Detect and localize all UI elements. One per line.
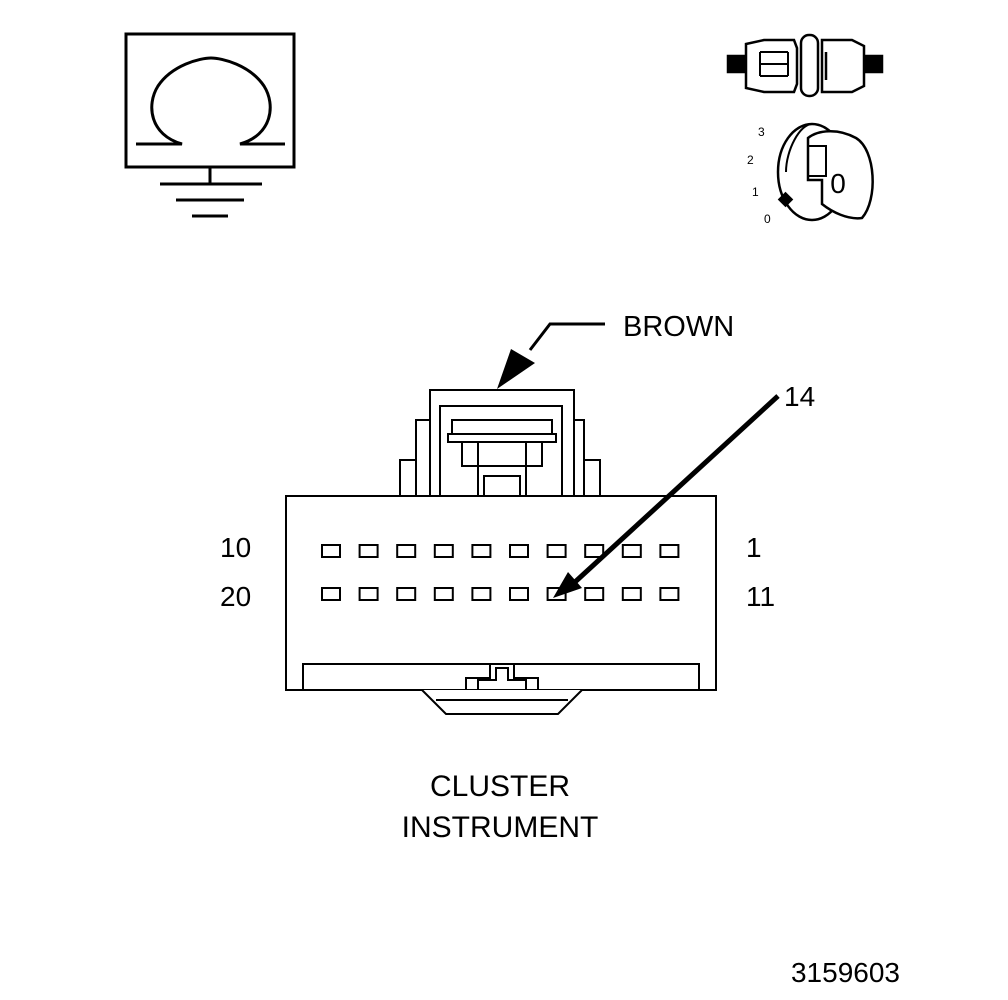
row-top-right-label: 1: [746, 532, 762, 563]
row-bottom-right-label: 11: [746, 581, 775, 612]
ignition-position-1: 1: [752, 185, 759, 199]
connector-body: [285, 495, 717, 715]
pin-cavity-19: [358, 587, 379, 601]
pin-cavity-4: [546, 544, 567, 558]
pin-cavity-1: [659, 544, 680, 558]
brown-callout: BROWN: [497, 311, 734, 389]
ignition-position-2: 2: [747, 153, 754, 167]
component-name-line2: INSTRUMENT: [402, 811, 599, 844]
pin-cavity-17: [433, 587, 454, 601]
pin-cavity-18: [396, 587, 417, 601]
figure-number: 3159603: [791, 957, 900, 988]
pin-cavity-11: [659, 587, 680, 601]
ignition-key-position-label: 0: [830, 168, 846, 199]
pin-cavity-5: [509, 544, 529, 558]
ignition-key-icon: 3 2 1 0 0: [747, 122, 874, 226]
pin-cavity-10: [321, 544, 341, 558]
pin-cavity-6: [471, 544, 492, 558]
connector-color-label: BROWN: [623, 311, 734, 343]
pin-cavity-20: [321, 587, 341, 601]
pin-cavity-8: [396, 544, 417, 558]
pin-cavity-3: [584, 544, 605, 558]
component-name-line1: CLUSTER: [430, 770, 570, 803]
pin-cavities: [321, 544, 680, 601]
pin-cavity-12: [621, 587, 642, 601]
pin-cavity-16: [471, 587, 492, 601]
pin-cavity-2: [621, 544, 642, 558]
pin-callout-label: 14: [784, 381, 815, 412]
disconnect-connector-icon: [726, 33, 884, 98]
pin-cavity-7: [433, 544, 454, 558]
connector-latch: [399, 389, 601, 497]
ignition-position-3: 3: [758, 125, 765, 139]
row-top-left-label: 10: [220, 532, 251, 563]
pin-cavity-9: [358, 544, 379, 558]
ignition-position-0: 0: [764, 212, 771, 226]
pin-cavity-15: [509, 587, 529, 601]
pin-cavity-13: [584, 587, 605, 601]
pin-14-callout: 14: [553, 381, 815, 598]
ground-icon: [160, 167, 262, 218]
row-bottom-left-label: 20: [220, 581, 251, 612]
ohmmeter-icon: [124, 32, 296, 169]
